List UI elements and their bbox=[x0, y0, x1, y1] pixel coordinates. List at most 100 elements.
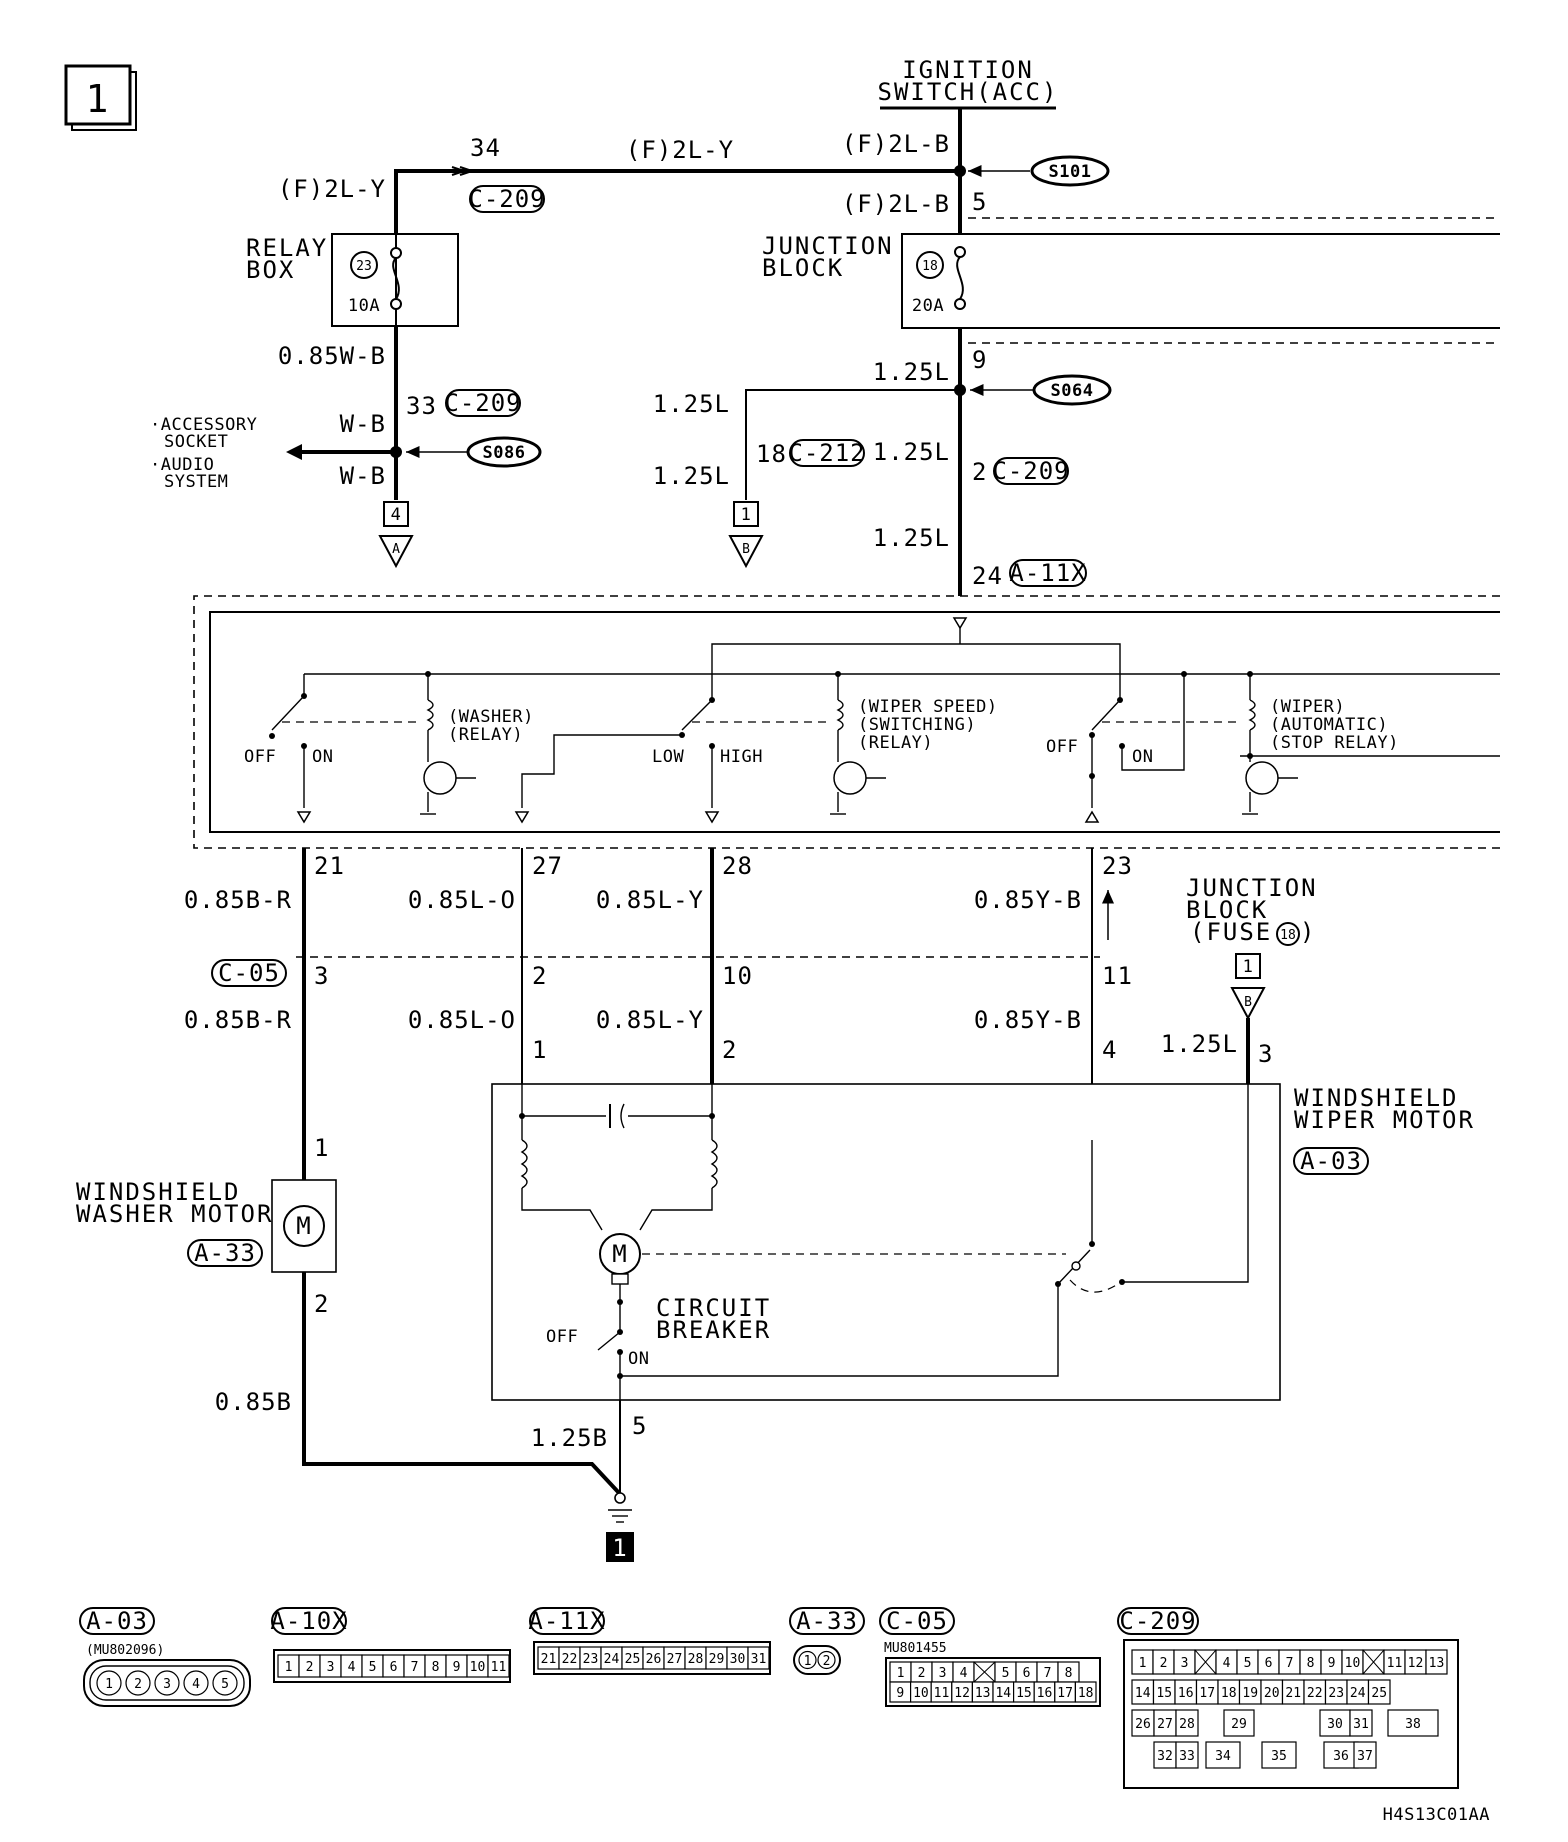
svg-text:MU801455: MU801455 bbox=[884, 1641, 947, 1656]
connector-pin-number: 33 bbox=[1179, 1749, 1195, 1764]
svg-text:C-209: C-209 bbox=[1119, 1607, 1196, 1635]
svg-text:M: M bbox=[612, 1240, 627, 1268]
connector-pin-number: 3 bbox=[939, 1666, 947, 1681]
connector-pin-number: 24 bbox=[1350, 1686, 1366, 1701]
connector-pin-number: 37 bbox=[1357, 1749, 1373, 1764]
svg-text:0.85B-R: 0.85B-R bbox=[184, 886, 292, 914]
connector-pin-number: 15 bbox=[1156, 1686, 1172, 1701]
svg-text:A-33: A-33 bbox=[194, 1239, 256, 1267]
svg-text:A-33: A-33 bbox=[796, 1607, 858, 1635]
connector-pin-cell bbox=[1353, 1741, 1377, 1769]
svg-text:BOX: BOX bbox=[246, 256, 295, 284]
svg-text:C-209: C-209 bbox=[468, 185, 545, 213]
splice-s064: S064 bbox=[970, 374, 1112, 406]
page-number-box: 1 bbox=[64, 64, 137, 131]
connector-pin-number: 27 bbox=[667, 1652, 683, 1667]
connector-pin-cell bbox=[1387, 1709, 1439, 1737]
svg-text:(F)2L-B: (F)2L-B bbox=[842, 190, 950, 218]
splice-dot bbox=[954, 165, 966, 177]
connector-pin-number: 35 bbox=[1271, 1749, 1287, 1764]
svg-text:JUNCTION: JUNCTION bbox=[762, 232, 894, 260]
ground-symbol: 1 bbox=[606, 1492, 634, 1562]
connector-pin-cell bbox=[183, 1670, 209, 1696]
svg-text:1.25L: 1.25L bbox=[653, 390, 730, 418]
svg-text:0.85Y-B: 0.85Y-B bbox=[974, 1006, 1082, 1034]
svg-text:0.85W-B: 0.85W-B bbox=[278, 342, 386, 370]
svg-text:(WIPER SPEED): (WIPER SPEED) bbox=[858, 697, 998, 717]
connector-pin-number: 10 bbox=[1345, 1656, 1361, 1671]
svg-text:ON: ON bbox=[628, 1349, 649, 1369]
svg-text:A-03: A-03 bbox=[1300, 1147, 1362, 1175]
svg-text:CIRCUIT: CIRCUIT bbox=[656, 1294, 771, 1322]
svg-text:(MU802096): (MU802096) bbox=[86, 1643, 164, 1658]
conn-a11x-tag: A-11X bbox=[1009, 559, 1087, 587]
svg-text:·AUDIO: ·AUDIO bbox=[150, 455, 214, 475]
connector-pin-number: 32 bbox=[1157, 1749, 1173, 1764]
conn-c212-tag: C-212 bbox=[788, 439, 865, 467]
svg-text:1: 1 bbox=[741, 505, 752, 525]
svg-text:21: 21 bbox=[314, 852, 345, 880]
svg-text:(F)2L-Y: (F)2L-Y bbox=[626, 136, 734, 164]
jb-fuse-ref: JUNCTION BLOCK (FUSE 18 ) 1 B bbox=[1186, 874, 1316, 1021]
connector-pin-cell bbox=[125, 1670, 151, 1696]
connector-pin-number: 30 bbox=[730, 1652, 746, 1667]
connector-pin-number: 2 bbox=[918, 1666, 926, 1681]
svg-text:S101: S101 bbox=[1049, 162, 1092, 182]
connector-pin-number: 20 bbox=[1264, 1686, 1280, 1701]
connector-pin-cell bbox=[154, 1670, 180, 1696]
svg-text:1.25L: 1.25L bbox=[653, 462, 730, 490]
svg-text:M: M bbox=[296, 1212, 311, 1240]
connector-pin-number: 26 bbox=[1135, 1717, 1151, 1732]
svg-text:(F)2L-Y: (F)2L-Y bbox=[278, 175, 386, 203]
connector-pin-number: 5 bbox=[1002, 1666, 1010, 1681]
svg-text:5: 5 bbox=[972, 188, 987, 216]
connector-pin-cell bbox=[212, 1670, 238, 1696]
svg-text:A-10X: A-10X bbox=[270, 1607, 347, 1635]
svg-text:BREAKER: BREAKER bbox=[656, 1316, 771, 1344]
connector-pin-number: 6 bbox=[1265, 1656, 1273, 1671]
empty-pin-mark bbox=[1362, 1649, 1385, 1675]
connector-pin-number: 4 bbox=[348, 1660, 356, 1675]
svg-text:1: 1 bbox=[532, 1036, 547, 1064]
connector-pin-cell bbox=[1349, 1709, 1373, 1737]
connector-pin-number: 2 bbox=[823, 1654, 831, 1669]
connector-pin-cell bbox=[487, 1654, 510, 1678]
connector-pin-number: 30 bbox=[1327, 1717, 1343, 1732]
connector-pin-number: 7 bbox=[1044, 1666, 1052, 1681]
svg-text:(WIPER): (WIPER) bbox=[1270, 697, 1345, 717]
conn-c05-tag: C-05 bbox=[211, 959, 287, 987]
connector-pin-number: 11 bbox=[1387, 1656, 1403, 1671]
connector-pin-number: 10 bbox=[470, 1660, 486, 1675]
connector-pin-number: 3 bbox=[163, 1677, 171, 1692]
connector-pin-number: 34 bbox=[1215, 1749, 1231, 1764]
svg-text:1: 1 bbox=[612, 1534, 627, 1562]
svg-text:SOCKET: SOCKET bbox=[164, 432, 228, 452]
conn-c209-tag3: C-209 bbox=[992, 457, 1069, 485]
svg-text:5: 5 bbox=[632, 1412, 647, 1440]
connector-pin-number: 28 bbox=[688, 1652, 704, 1667]
connector-pin-number: 9 bbox=[1328, 1656, 1336, 1671]
svg-text:ON: ON bbox=[1132, 747, 1153, 767]
ref-arrow-a: 4 A bbox=[378, 501, 414, 569]
conn-c209-tag: C-209 bbox=[468, 185, 545, 213]
connector-pin-cell bbox=[747, 1646, 770, 1670]
svg-text:WASHER MOTOR: WASHER MOTOR bbox=[76, 1200, 273, 1228]
connector-pin-number: 6 bbox=[390, 1660, 398, 1675]
dest-accessory-audio: ·ACCESSORY SOCKET ·AUDIO SYSTEM bbox=[150, 415, 257, 492]
svg-text:(SWITCHING): (SWITCHING) bbox=[858, 715, 976, 735]
connector-pin-number: 1 bbox=[804, 1654, 812, 1669]
connector-pin-number: 1 bbox=[1139, 1656, 1147, 1671]
connector-pin-number: 29 bbox=[709, 1652, 725, 1667]
connector-pin-number: 25 bbox=[625, 1652, 641, 1667]
connector-pin-cell bbox=[1175, 1709, 1199, 1737]
connector-pin-number: 23 bbox=[583, 1652, 599, 1667]
svg-text:BLOCK: BLOCK bbox=[1186, 896, 1268, 924]
svg-text:OFF: OFF bbox=[546, 1327, 578, 1347]
svg-text:1.25L: 1.25L bbox=[1161, 1030, 1238, 1058]
connector-pin-cell bbox=[1205, 1741, 1241, 1769]
connector-pin-number: 4 bbox=[1223, 1656, 1231, 1671]
svg-text:(FUSE: (FUSE bbox=[1190, 918, 1272, 946]
